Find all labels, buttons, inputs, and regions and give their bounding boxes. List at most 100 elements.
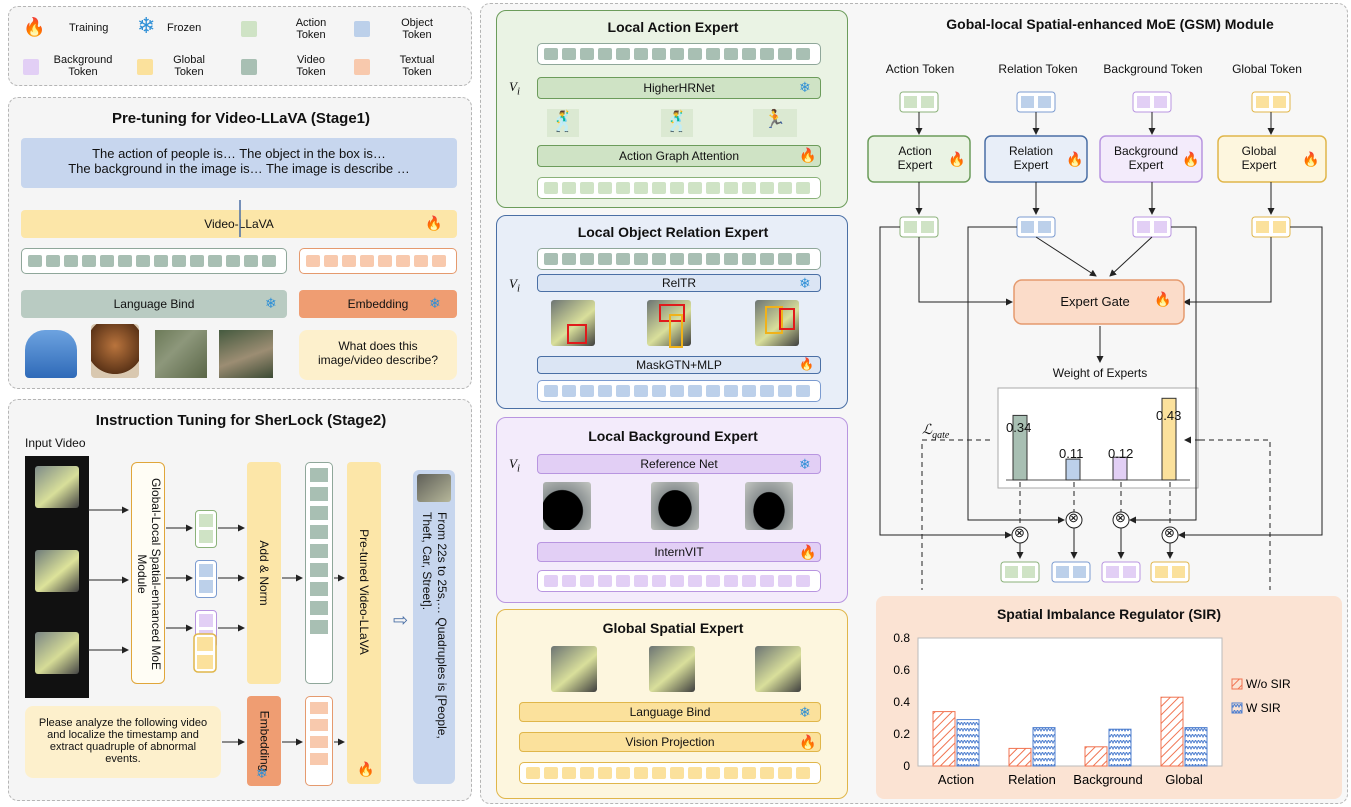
stage1-embedding: Embedding <box>299 290 457 318</box>
relation-output-tokens <box>537 380 821 402</box>
global-expert-panel: Global Spatial Expert Language Bind ❄ Vi… <box>496 609 848 799</box>
stage1-question: What does this image/video describe? <box>317 339 439 367</box>
stage1-question-box: What does this image/video describe? <box>299 330 457 380</box>
arrow-right-icon: ⇨ <box>393 610 409 630</box>
sir-bar <box>932 711 956 767</box>
action-video-tokens <box>537 43 821 65</box>
stage2-output-box: From 22s to 25s,… Quadruples is [People,… <box>413 470 455 784</box>
sir-legend-label: W SIR <box>1246 701 1281 715</box>
background-expert-title: Local Background Expert <box>588 428 758 444</box>
sir-bar <box>956 719 980 767</box>
action-vi-label: Vi <box>509 79 520 98</box>
stage1-language-bind: Language Bind <box>21 290 287 318</box>
sir-bar <box>1008 747 1032 767</box>
background-vi-label: Vi <box>509 456 520 475</box>
multiply-icon: ⊗ <box>1068 510 1079 525</box>
stage2-gsm-box: Global-Local Spatial-enhanced MoE Module <box>131 462 165 684</box>
gsm-expert-action: Action Expert <box>897 144 933 172</box>
image-baseball <box>219 330 273 378</box>
sir-legend-swatch <box>1231 678 1243 690</box>
sir-title: Spatial Imbalance Regulator (SIR) <box>996 606 1222 622</box>
stage2-pretuned-llava: Pre-tuned Video-LLaVA <box>347 462 381 784</box>
snowflake-icon: ❄ <box>137 13 156 38</box>
relation-net-bar: RelTR <box>537 274 821 292</box>
pose-icon: 🕺 <box>661 109 693 137</box>
action-output-tokens <box>537 177 821 199</box>
stage1-video-tokens <box>21 248 287 274</box>
legend-action-token: Action Token <box>295 17 327 41</box>
sir-bar <box>1084 746 1108 767</box>
sir-bar <box>1108 728 1132 767</box>
background-expert-panel: Local Background Expert Vi Reference Net… <box>496 417 848 603</box>
gsm-title: Gobal-local Spatial-enhanced MoE (GSM) M… <box>946 16 1274 32</box>
sir-ytick-label: 0 <box>903 759 910 773</box>
background-output-tokens <box>537 570 821 592</box>
stage2-input-video-label: Input Video <box>25 436 86 450</box>
output-thumbnail <box>417 474 451 502</box>
action-module-bar: Action Graph Attention <box>537 145 821 167</box>
action-expert-title: Local Action Expert <box>607 19 739 35</box>
global-image-2 <box>649 646 695 692</box>
gsm-weight-title: Weight of Experts <box>1052 366 1148 380</box>
stage2-token-action <box>195 510 217 548</box>
gsm-diagram <box>867 91 1327 590</box>
action-expert-panel: Local Action Expert Vi HigherHRNet ❄ 🕺 🕺… <box>496 10 848 208</box>
stage1-output-box: The action of people is… The object in t… <box>21 138 457 188</box>
sir-ytick-label: 0.2 <box>893 727 910 741</box>
relation-image-3 <box>755 300 799 346</box>
video-frame-2 <box>35 550 79 592</box>
legend-background-swatch <box>23 59 39 75</box>
relation-video-tokens <box>537 248 821 270</box>
sir-legend-label: W/o SIR <box>1246 677 1291 691</box>
fire-icon: 🔥 <box>1302 151 1320 167</box>
legend-background-token: Background Token <box>53 54 113 78</box>
relation-image-1 <box>551 300 595 346</box>
legend-video-token: Video Token <box>296 54 326 78</box>
global-net-bar: Language Bind <box>519 702 821 722</box>
gsm-expert-background: Background Expert <box>1113 144 1179 172</box>
fire-icon: 🔥 <box>425 215 443 231</box>
weight-label-relation: 0.11 <box>1059 446 1084 461</box>
image-teddy-bear <box>91 324 139 378</box>
background-net-bar: Reference Net <box>537 454 821 474</box>
gsm-expert-global: Global Expert <box>1241 144 1277 172</box>
sir-category-label: Background <box>1073 772 1142 787</box>
relation-expert-title: Local Object Relation Expert <box>577 224 769 240</box>
pose-icon: 🕺 <box>547 109 579 137</box>
stage2-video-tokens <box>305 462 333 684</box>
pose-icon: 🏃 <box>753 109 797 137</box>
stage2-token-object <box>195 560 217 598</box>
stage1-output-line1: The action of people is… The object in t… <box>92 146 386 161</box>
background-image-2 <box>651 482 699 530</box>
background-net-label: Reference Net <box>640 457 718 471</box>
global-module-label: Vision Projection <box>625 735 715 749</box>
global-expert-title: Global Spatial Expert <box>602 620 744 636</box>
stage1-embedding-label: Embedding <box>347 297 409 311</box>
sir-bar <box>1160 696 1184 767</box>
video-frame-1 <box>35 466 79 508</box>
stage1-text-tokens <box>299 248 457 274</box>
film-strip <box>25 456 89 698</box>
snowflake-icon: ❄ <box>429 295 441 311</box>
legend-panel: 🔥 Training ❄ Frozen Action Token Object … <box>8 6 472 86</box>
legend-textual-token: Textual Token <box>399 54 435 78</box>
fire-icon: 🔥 <box>948 151 966 167</box>
stage2-embedding: Embedding <box>247 696 281 786</box>
fire-icon: 🔥 <box>1182 151 1200 167</box>
background-image-1 <box>543 482 591 530</box>
sir-ytick-label: 0.6 <box>893 663 910 677</box>
gsm-token-label-action: Action Token <box>885 62 955 76</box>
gsm-expert-gate: Expert Gate <box>1060 294 1130 309</box>
gsm-token-label-global: Global Token <box>1232 62 1302 76</box>
image-person-figures <box>25 330 77 378</box>
weight-label-background: 0.12 <box>1108 446 1134 461</box>
background-module-label: InternVIT <box>654 545 704 559</box>
legend-object-token: Object Token <box>401 17 433 41</box>
fire-icon: 🔥 <box>799 357 814 371</box>
fire-icon: 🔥 <box>1066 151 1084 167</box>
fire-icon: 🔥 <box>799 544 817 560</box>
global-output-tokens <box>519 762 821 784</box>
gsm-token-label-relation: Relation Token <box>998 62 1078 76</box>
gsm-weight-bars <box>1012 397 1177 481</box>
